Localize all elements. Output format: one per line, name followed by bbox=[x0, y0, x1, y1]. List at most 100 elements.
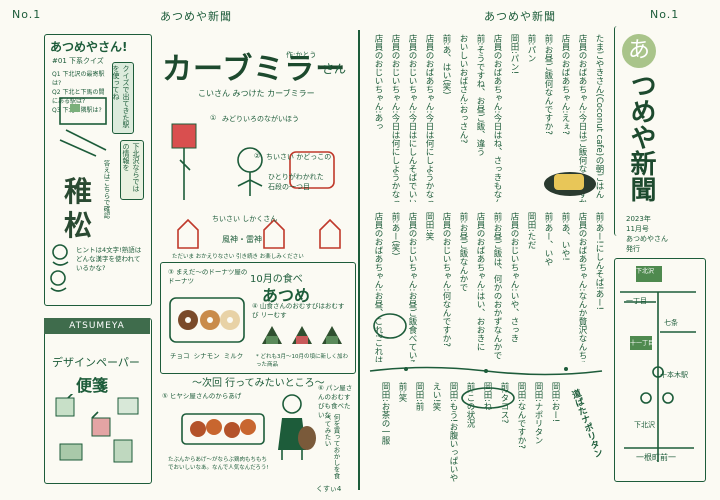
napolitan-label-text: 道ばたナポリタン bbox=[568, 388, 603, 460]
masthead-issued: 発行 bbox=[626, 245, 640, 253]
food-title-2: あつめ bbox=[262, 286, 311, 305]
quiz-side-note-2: 答えはこちらで確認 bbox=[102, 160, 110, 219]
dialogue-top-line: 店員のおばあちゃん:今日はご飯何なんですか? bbox=[577, 34, 587, 202]
dotted-divider bbox=[369, 366, 603, 376]
napolitan-plate-illustration bbox=[461, 387, 515, 409]
dialogue-top-line: 店員のおばあちゃん:えぇ? bbox=[560, 34, 570, 135]
tamagoyaki-illustration bbox=[544, 172, 596, 196]
basket-illustration bbox=[298, 426, 316, 450]
map-label-1: 下北沢 bbox=[636, 268, 655, 275]
curve-mirror-footer: ただいま おかえりなさい 引き続き お楽しみください bbox=[172, 254, 304, 260]
dialogue-bottom-line: 岡田:おー! bbox=[550, 382, 560, 423]
dialogue-top-line: おいしいおばさん:おっさん? bbox=[458, 34, 468, 144]
dialogue-top-line: 店員のおばあちゃん:今日はね、さっきもなんか、聞いたけど(何食べたいって)、おい… bbox=[491, 34, 502, 202]
quiz-side-note-1: 下北沢ならではの情報を bbox=[120, 140, 144, 200]
dialogue-mid-line: 店員のおばあちゃん:はい、おおきに bbox=[475, 212, 485, 351]
quiz-question-2: Q2 下北と下馬の間にある駅は? bbox=[52, 89, 105, 105]
plate-illustration bbox=[373, 313, 407, 339]
curve-item-3-label: 風神・雷神 bbox=[222, 235, 262, 244]
map-label-5: 十本木駅 bbox=[660, 371, 688, 379]
masthead-publisher: あつめやさん bbox=[626, 235, 668, 243]
right-paper-title: あつめや新聞 bbox=[484, 10, 556, 23]
left-issue-number: No.1 bbox=[12, 8, 42, 21]
quiz-subtitle: #01 下系クイズ bbox=[52, 57, 104, 65]
map-label-6: 下北沢 bbox=[634, 421, 655, 429]
dialogue-mid-line: 前:あ、いや! bbox=[560, 212, 570, 261]
donut-illustration bbox=[169, 297, 245, 343]
dialogue-bottom-line: 岡田:ね bbox=[482, 382, 492, 411]
route-map bbox=[620, 266, 696, 462]
right-issue-number: No.1 bbox=[650, 8, 680, 21]
donut-label-milk: ミルク bbox=[223, 352, 244, 360]
curve-mirror-title: カーブミラー bbox=[162, 52, 347, 87]
dialogue-bottom-line: 岡田:ナポリタン bbox=[533, 382, 543, 445]
curve-item-1-note: みどりいろのながいほう bbox=[222, 115, 299, 123]
dialogue-top-line: たまごやきさん(Coconut cafe)の朝ごはん bbox=[594, 34, 604, 199]
next-item-5-note: たぶんからあげ〜がならぶ鶏肉もちもちでおいしいなあ。なんで人気なんだろう! bbox=[168, 457, 269, 471]
dialogue-middle-block: 前:あー!にしんそば!あー! 店員のおばあちゃん:なんか贅沢なんちゃう前:あ、いや… bbox=[366, 212, 604, 362]
dialogue-mid-line: 店員のおじいちゃん:何なんですか? bbox=[441, 212, 451, 347]
dialogue-top-line: 店員のおばあちゃん:今日は何にしようかなって思ってるんですよ bbox=[424, 34, 434, 202]
dialogue-mid-line: 店員のおじいちゃん:お昼ご飯食べているのかな bbox=[407, 212, 417, 362]
dialogue-top-line: 前:パン bbox=[526, 34, 536, 63]
curve-item-3-note: ちいさい しかくさん bbox=[212, 215, 278, 223]
quiz-hint: ヒントは4文字!熟語はどんな漢字を使われているかな? bbox=[76, 246, 142, 272]
design-paper-illustration bbox=[55, 394, 139, 463]
dialogue-mid-line: 岡田:笑 bbox=[424, 212, 434, 241]
dialogue-top-line: 店員のおじいちゃん:今日はにしんそばでいいのかって bbox=[407, 34, 417, 202]
left-paper-title: あつめや新聞 bbox=[160, 10, 232, 23]
curve-item-2-number: ② bbox=[254, 152, 261, 160]
map-label-3: 七条 bbox=[664, 319, 678, 327]
next-item-5: ⑤ ヒヤシ屋さんのからあげ bbox=[162, 392, 242, 400]
masthead-issue-info: 2023年 11月号 あつめやさん 発行 bbox=[626, 214, 668, 254]
curve-mirror-author: 作:かとう bbox=[286, 51, 317, 59]
dialogue-mid-line: 店員のおばあちゃん:なんか贅沢なんちゃう bbox=[577, 212, 587, 362]
donut-labels: チョコ シナモン ミルク bbox=[170, 350, 243, 360]
dialogue-mid-line: 店員のおばあちゃん:お昼、これ?これは何? bbox=[373, 212, 383, 362]
curve-item-2-note-1: ちいさい かどっこの bbox=[266, 153, 332, 161]
karaage-illustration bbox=[181, 413, 265, 445]
dialogue-bottom-line: 岡田:前 bbox=[414, 382, 424, 411]
signature: くすぃ4 bbox=[316, 485, 342, 493]
map-label-4: 十一丁目 bbox=[630, 340, 655, 347]
map-bottom-label: 一根町前一 bbox=[636, 453, 676, 462]
map-label-2: 一丁目 bbox=[626, 297, 647, 305]
food-title-1: 10月の食べ bbox=[250, 274, 303, 285]
dialogue-bottom-line: 岡田:もう!お腹いっぱいや bbox=[448, 382, 458, 482]
curve-item-1-number: ① bbox=[210, 114, 217, 122]
dialogue-top-line: 前:お昼ご飯何なんですか? bbox=[543, 34, 553, 135]
dialogue-mid-line: 前:あー(笑) bbox=[390, 212, 400, 256]
design-paper-title: デザインペーパー bbox=[52, 356, 140, 369]
dialogue-bottom-line: 前:タコス? bbox=[499, 382, 509, 424]
curve-item-2-note-2: ひとりがわかれた 石段の一つ目 bbox=[268, 173, 324, 191]
dialogue-bottom-line: えい!笑 bbox=[431, 382, 441, 411]
dialogue-mid-line: 前:お昼ご飯なんかで bbox=[458, 212, 468, 292]
quiz-people-illustration bbox=[50, 244, 69, 292]
dialogue-top-line: 岡田:パン! bbox=[509, 34, 519, 75]
next-item-6: ⑥ パン屋さんのおむすびも食べたいな bbox=[318, 384, 353, 419]
center-fold-line bbox=[358, 30, 360, 490]
onigiri-illustration bbox=[262, 326, 342, 344]
masthead-month: 11月号 bbox=[626, 225, 649, 233]
dialogue-mid-line: 店員のおじいちゃん:いや、さっき bbox=[509, 212, 519, 343]
dialogue-bottom-line: 岡田:お茶の一服 bbox=[380, 382, 390, 445]
food-item-3: ③ まえだ〜のドーナツ屋のドーナツ bbox=[168, 268, 248, 285]
dialogue-top-line: 店員のおじいちゃん:今日は何にしようかなって bbox=[390, 34, 400, 202]
quiz-box bbox=[44, 34, 152, 306]
design-paper-subtitle: 便箋 bbox=[76, 376, 109, 395]
next-visit-title: 〜次回 行ってみたいところ〜 bbox=[192, 378, 325, 389]
dialogue-top-line: 店員のおじいちゃん:あっ bbox=[373, 34, 383, 131]
route-map-box bbox=[614, 258, 706, 482]
masthead-title: つめや新聞 bbox=[626, 72, 656, 202]
donut-label-cinnamon: シナモン bbox=[193, 352, 220, 360]
donut-label-chocolate: チョコ bbox=[170, 352, 190, 360]
food-section-box bbox=[160, 262, 356, 374]
dialogue-top-line: 前:そうですね、お昼ご飯、違う bbox=[475, 34, 485, 156]
curve-mirror-san: さん bbox=[322, 62, 347, 76]
dialogue-mid-line: 前:お昼ご飯は、何かのおかずなんかで bbox=[492, 212, 502, 360]
masthead-circle: あ bbox=[622, 34, 656, 68]
design-paper-brand: ATSUMEYA bbox=[44, 318, 150, 334]
dialogue-mid-line: 前:あー!にしんそば!あー! bbox=[594, 212, 604, 311]
quiz-kanji-2: 松 bbox=[64, 209, 93, 242]
